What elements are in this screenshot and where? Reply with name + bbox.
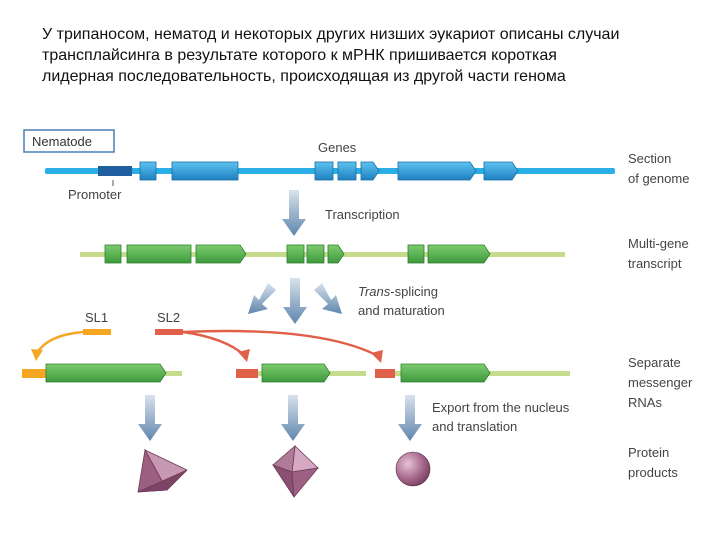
gene-block: [360, 161, 380, 181]
gene-block: [314, 161, 334, 181]
promoter-block: [98, 166, 132, 176]
label-section-1: Section: [628, 151, 671, 166]
sl2-curve-arrow-1: [182, 330, 245, 356]
sl2-block: [155, 329, 183, 335]
protein-sphere: [395, 451, 431, 487]
splice-arrow-left: [248, 283, 276, 314]
nematode-tag: Nematode: [23, 129, 115, 153]
label-protein-1: Protein: [628, 445, 669, 460]
heading-line-2: трансплайсинга в результате которого к м…: [42, 47, 557, 64]
label-protein-2: products: [628, 465, 678, 480]
label-separate-2: messenger: [628, 375, 693, 390]
mrna-exon-3: [400, 363, 491, 383]
separate-mrnas: [22, 363, 570, 383]
label-multigene-2: transcript: [628, 256, 682, 271]
sl2-leader-3: [375, 369, 395, 378]
label-separate-3: RNAs: [628, 395, 662, 410]
maturation-label: and maturation: [358, 303, 445, 318]
protein-products: [137, 445, 431, 499]
exon-block: [126, 244, 192, 264]
splice-arrow-right: [314, 283, 342, 314]
export-label-line-1: Export from the nucleus: [432, 400, 570, 415]
gene-block: [171, 161, 239, 181]
sl2-leader-2: [236, 369, 258, 378]
splicing-rest: -splicing: [390, 284, 438, 299]
export-arrows: Export from the nucleus and translation: [138, 395, 570, 441]
sl1-arrowhead: [31, 349, 43, 361]
exon-block: [427, 244, 491, 264]
sl1-leader-1: [22, 369, 46, 378]
trans-italic: Trans: [358, 284, 391, 299]
exon-block: [327, 244, 345, 264]
sl1-block: [83, 329, 111, 335]
heading-line-1: У трипаносом, нематод и некоторых других…: [42, 26, 620, 43]
heading-text: У трипаносом, нематод и некоторых других…: [42, 24, 702, 87]
genes-label: Genes: [318, 140, 357, 155]
sl2-arrowhead-2: [371, 350, 383, 363]
splice-arrow-center: [283, 278, 307, 324]
gene-block: [397, 161, 477, 181]
export-arrow-3: [398, 395, 422, 441]
export-arrow-1: [138, 395, 162, 441]
sl2-label: SL2: [157, 310, 180, 325]
label-separate-1: Separate: [628, 355, 681, 370]
nematode-label: Nematode: [32, 134, 92, 149]
genome-section: Genes Promoter: [45, 140, 615, 202]
export-arrow-2: [281, 395, 305, 441]
gene-block: [483, 161, 519, 181]
label-section-2: of genome: [628, 171, 689, 186]
gene-block: [337, 161, 357, 181]
label-multigene-1: Multi-gene: [628, 236, 689, 251]
export-label-line-2: and translation: [432, 419, 517, 434]
multigene-transcript: [80, 244, 565, 264]
heading-line-3: лидерная последовательность, происходяща…: [42, 68, 566, 85]
mrna-exon-2: [261, 363, 331, 383]
exon-block: [104, 244, 122, 264]
exon-block: [195, 244, 247, 264]
mrna-exon-1: [45, 363, 167, 383]
exon-block: [306, 244, 325, 264]
protein-pyramid: [137, 448, 188, 493]
transcription-arrow: Transcription: [282, 190, 400, 236]
transcription-label: Transcription: [325, 207, 400, 222]
sl1-label: SL1: [85, 310, 108, 325]
gene-block: [139, 161, 157, 181]
sl2-curve-arrow-2: [182, 329, 379, 358]
promoter-label: Promoter: [68, 187, 122, 202]
trans-splicing-label: Trans-splicing: [358, 284, 438, 299]
exon-block: [286, 244, 305, 264]
right-labels: Section of genome Multi-gene transcript …: [628, 151, 693, 480]
sl1-curve-arrow: [35, 330, 84, 354]
exon-block: [407, 244, 425, 264]
protein-octahedron: [272, 445, 319, 499]
trans-splicing-arrows: Trans-splicing and maturation: [248, 278, 445, 324]
sl2-arrowhead-1: [238, 349, 250, 362]
sl-leaders: SL1 SL2: [31, 310, 383, 363]
